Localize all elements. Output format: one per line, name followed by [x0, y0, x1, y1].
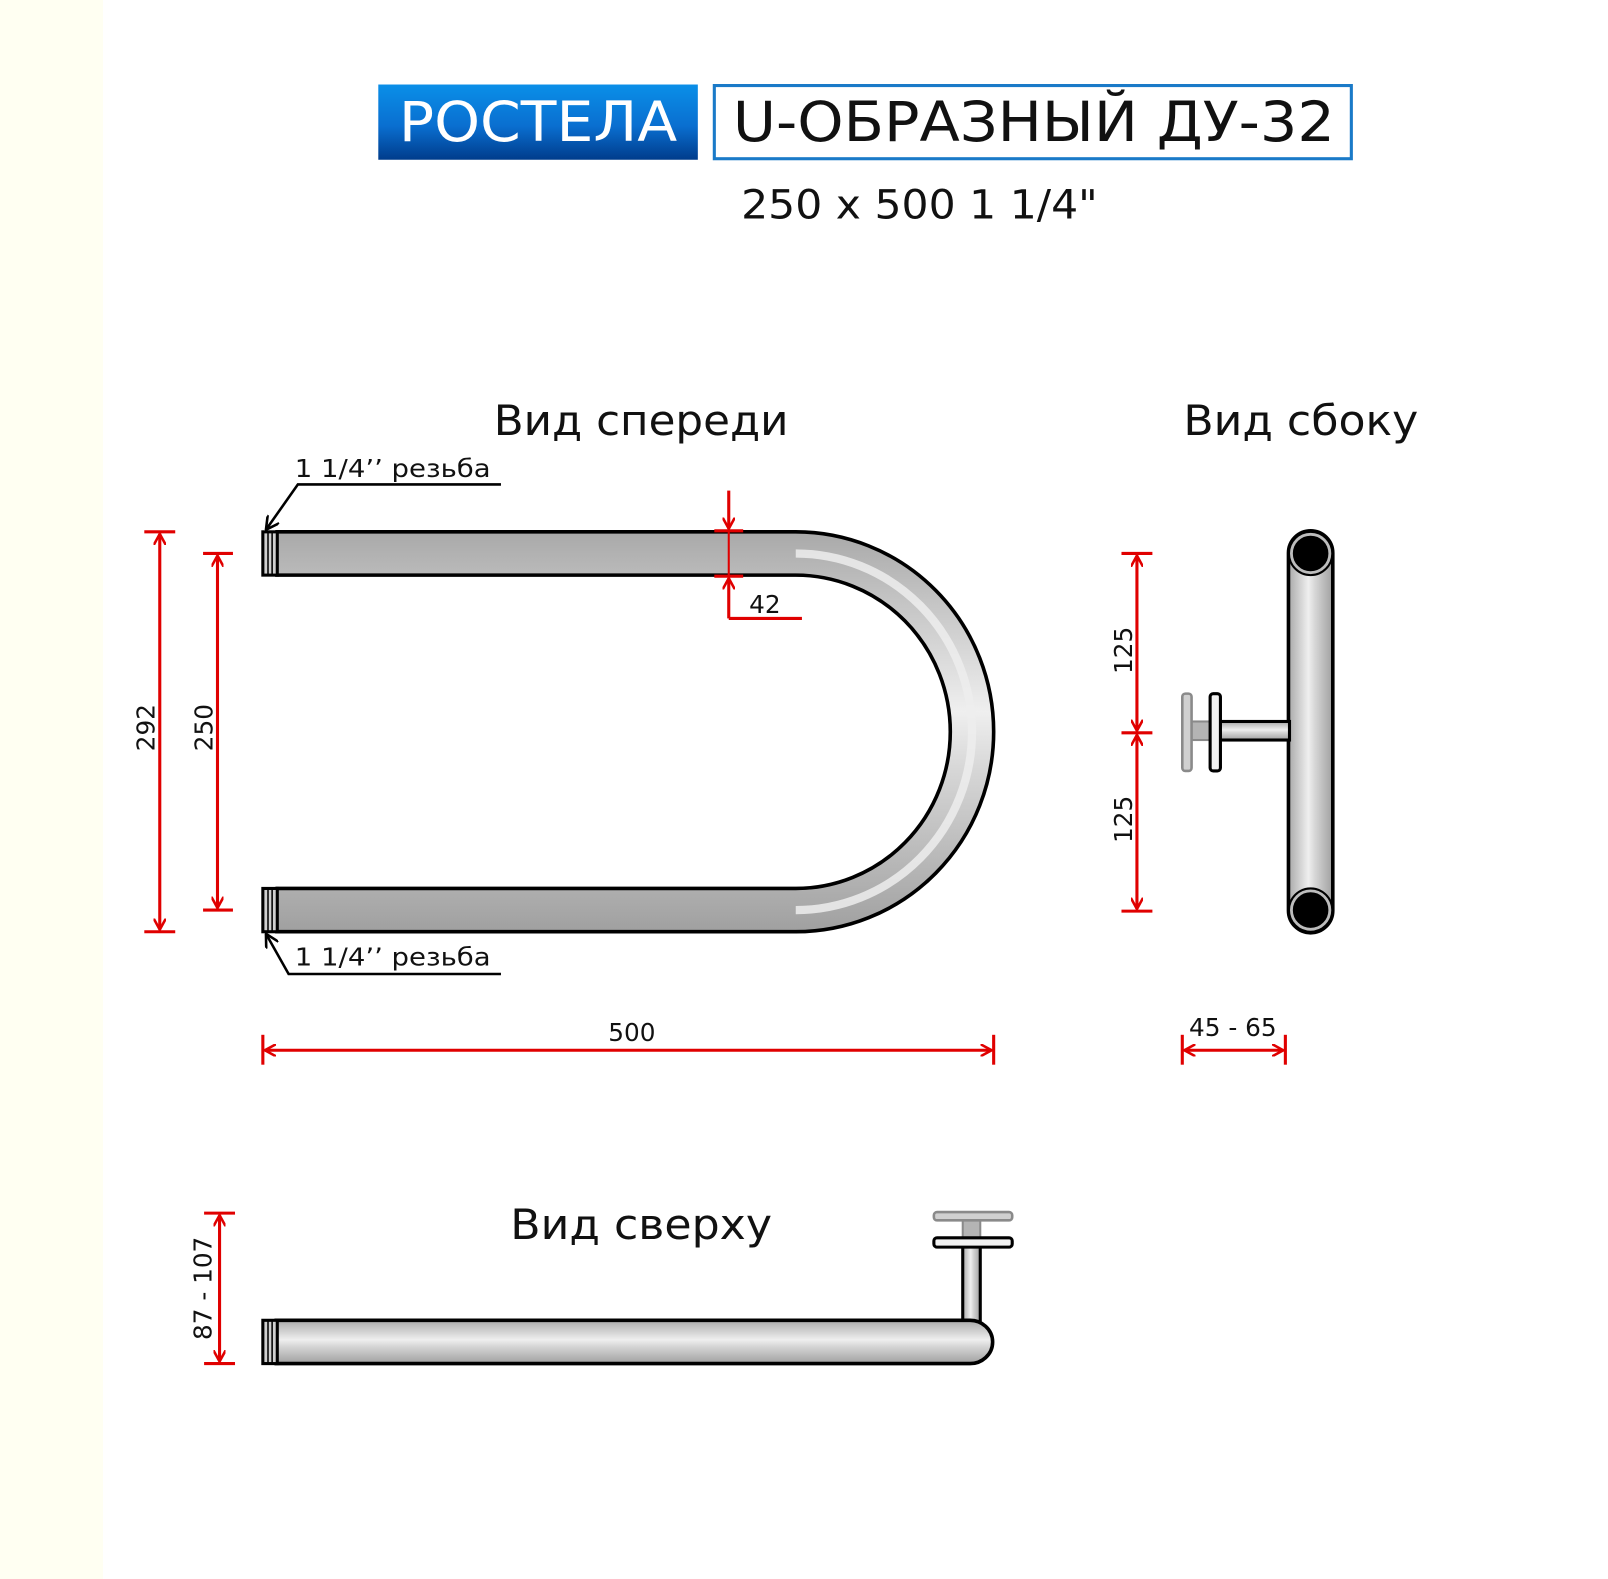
dim-125-lower: 125 — [1109, 796, 1138, 843]
dim-250: 250 — [189, 704, 218, 751]
dimension-upper: 125 — [1109, 551, 1153, 735]
front-view-title: Вид спереди — [494, 396, 789, 445]
left-margin-strip — [0, 0, 103, 1579]
pipe-end-bottom — [1289, 888, 1333, 932]
header: РОСТЕЛА U-ОБРАЗНЫЙ ДУ-32 250 x 500 1 1/4… — [378, 84, 1353, 229]
dim-292: 292 — [132, 704, 161, 751]
thread-label-bottom: 1 1/4’’ резьба — [295, 943, 491, 972]
wall-bracket-side — [1181, 692, 1292, 773]
thread-label-top: 1 1/4’’ резьба — [295, 454, 491, 483]
pipe-end-top — [1289, 532, 1333, 575]
dim-125-upper: 125 — [1109, 627, 1138, 674]
dim-87-107: 87 - 107 — [188, 1237, 217, 1340]
dim-45-65: 45 - 65 — [1189, 1013, 1277, 1042]
dim-42: 42 — [749, 590, 780, 619]
side-view: Вид сбоку 125 125 — [1109, 396, 1418, 1065]
dimension-depth: 87 - 107 — [188, 1211, 236, 1366]
brand-badge — [378, 84, 698, 160]
front-view: Вид спереди 1 1/4’’ резьба 1 1/4’’ резьб… — [132, 396, 996, 1065]
thread-end-top-view — [261, 1318, 279, 1366]
side-pipe — [1286, 528, 1335, 935]
u-pipe — [274, 530, 996, 934]
dimension-pipe-diameter: 42 — [714, 490, 802, 620]
thread-end-bottom — [261, 886, 279, 934]
dimension-lower: 125 — [1109, 735, 1153, 913]
dimension-overall-height: 292 — [132, 530, 176, 934]
dim-500: 500 — [608, 1018, 655, 1047]
side-view-title: Вид сбоку — [1183, 396, 1418, 445]
brand-name: РОСТЕЛА — [399, 90, 677, 155]
wall-bracket-top — [932, 1210, 1014, 1326]
model-title: U-ОБРАЗНЫЙ ДУ-32 — [733, 89, 1335, 155]
model-frame — [712, 84, 1353, 161]
top-pipe — [274, 1318, 995, 1366]
thread-callout-top: 1 1/4’’ резьба — [266, 454, 501, 530]
top-view-title: Вид сверху — [510, 1200, 772, 1249]
dimension-center-distance: 250 — [189, 551, 233, 912]
size-spec: 250 x 500 1 1/4" — [741, 183, 1098, 229]
dimension-width: 500 — [261, 1018, 996, 1065]
thread-callout-bottom: 1 1/4’’ резьба — [266, 934, 501, 976]
top-view: Вид сверху 87 - 107 — [188, 1200, 1014, 1366]
thread-end-top — [261, 530, 279, 577]
dimension-wall-offset: 45 - 65 — [1180, 1013, 1287, 1065]
